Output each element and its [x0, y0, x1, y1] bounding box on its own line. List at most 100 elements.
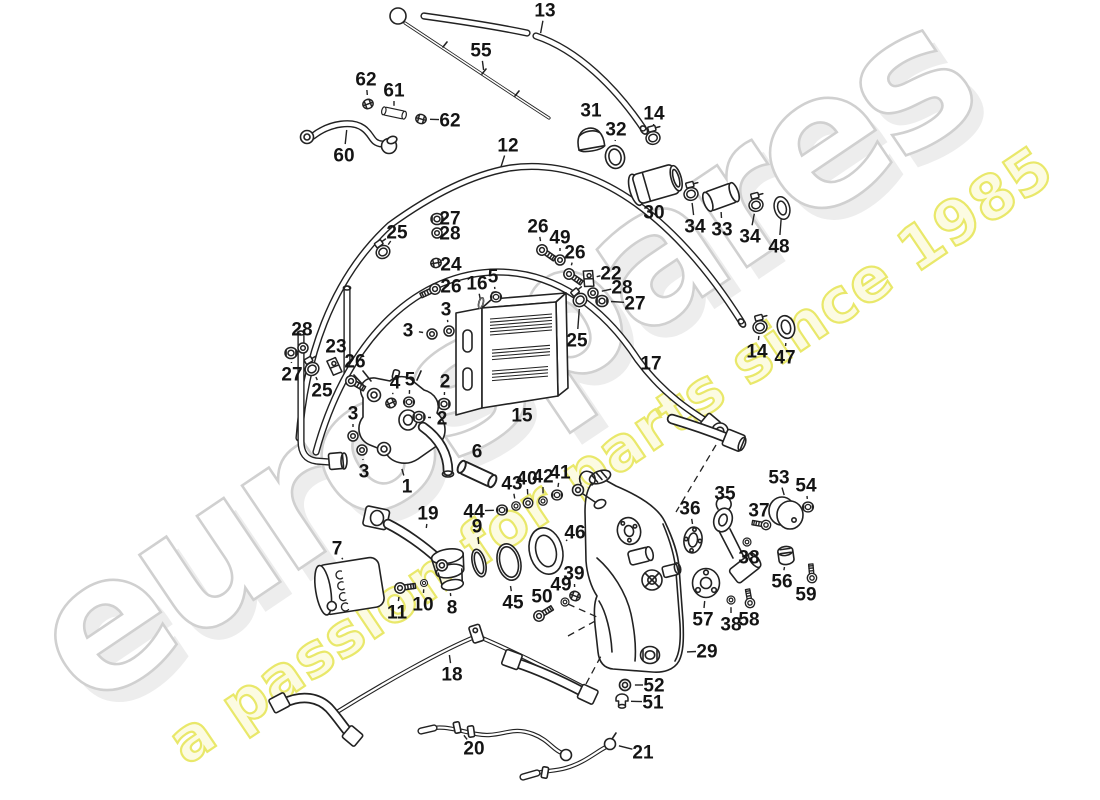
washer-glyph — [742, 537, 752, 547]
clip-glyph — [569, 590, 581, 602]
part-number: 56 — [771, 572, 792, 593]
part-number: 47 — [774, 348, 795, 369]
part-9: 9 — [472, 517, 483, 545]
nut-glyph — [430, 212, 444, 226]
tube-glyph — [456, 459, 498, 489]
part-38: 38 — [738, 537, 760, 569]
part-33: 33 — [711, 211, 733, 241]
part-27: 27 — [430, 209, 461, 230]
part-4: 4 — [385, 373, 401, 409]
part-number: 24 — [440, 255, 462, 276]
part-47: 47 — [774, 342, 796, 369]
bolt-glyph — [536, 244, 557, 262]
oring-glyph — [477, 296, 485, 310]
nut-glyph — [284, 346, 298, 360]
clamp-glyph — [570, 286, 588, 308]
washer-glyph — [587, 287, 599, 299]
part-36: 36 — [679, 499, 701, 525]
part-number: 27 — [439, 209, 460, 230]
nut-glyph — [489, 291, 503, 303]
hose-to-tank — [666, 413, 747, 452]
clip-glyph — [430, 257, 442, 269]
part-number: 41 — [549, 463, 571, 484]
washer-glyph — [297, 342, 309, 354]
part-number: 26 — [564, 243, 585, 264]
part-number: 2 — [437, 409, 448, 430]
flange-ring-36 — [683, 526, 703, 554]
part-50: 50 — [531, 587, 555, 622]
part-52: 52 — [618, 676, 665, 697]
part-number: 57 — [692, 610, 713, 631]
cover-cup-53 — [768, 496, 804, 530]
part-34: 34 — [683, 180, 706, 238]
neck-sleeve — [701, 181, 741, 213]
part-61: 61 — [381, 81, 407, 120]
part-number: 51 — [642, 693, 664, 714]
part-number: 31 — [580, 101, 602, 122]
part-number: 21 — [632, 743, 654, 764]
washer-glyph — [554, 254, 566, 266]
washer-glyph — [618, 678, 632, 692]
breather-pipe-20 — [417, 720, 573, 762]
bolt-glyph — [744, 588, 756, 609]
part-number: 26 — [344, 352, 365, 373]
part-number: 28 — [611, 278, 632, 299]
part-number: 49 — [550, 575, 571, 596]
seal-ring-9 — [471, 548, 487, 578]
bracket-glyph — [582, 269, 595, 288]
part-number: 20 — [463, 739, 484, 760]
part-56: 56 — [771, 566, 793, 593]
part-number: 9 — [472, 517, 483, 538]
part-41: 41 — [549, 463, 571, 501]
part-48: 48 — [768, 195, 791, 258]
part-number: 26 — [440, 277, 461, 298]
part-number: 3 — [348, 404, 359, 425]
part-number: 3 — [403, 321, 414, 342]
part-27: 27 — [595, 294, 646, 315]
washer-glyph — [538, 496, 548, 506]
part-26: 26 — [563, 243, 586, 286]
part-number: 10 — [412, 595, 433, 616]
part-number: 44 — [463, 502, 485, 523]
clamp-glyph — [645, 124, 661, 146]
filler-hose — [420, 12, 649, 135]
part-number: 35 — [714, 484, 736, 505]
part-number: 3 — [441, 300, 452, 321]
part-number: 27 — [624, 294, 645, 315]
part-24: 24 — [430, 255, 462, 276]
part-number: 40 — [516, 469, 537, 490]
part-number: 12 — [497, 136, 518, 157]
washer-glyph — [522, 497, 534, 509]
part-19: 19 — [417, 504, 439, 529]
part-number: 16 — [466, 274, 487, 295]
part-60: 60 — [333, 129, 355, 167]
return-pipe-18 — [334, 623, 590, 715]
clamp-glyph — [373, 238, 391, 260]
part-number: 25 — [566, 331, 588, 352]
washer-glyph — [347, 430, 359, 442]
bolt-glyph — [345, 375, 367, 392]
part-27: 27 — [281, 346, 303, 386]
bolt-glyph — [806, 563, 818, 584]
nut-glyph — [550, 489, 564, 501]
part-12: 12 — [497, 136, 519, 168]
washer-glyph — [511, 501, 521, 511]
ring-glyph — [773, 195, 791, 221]
nut-glyph — [495, 504, 509, 516]
part-45: 45 — [502, 585, 524, 614]
part-number: 27 — [281, 365, 302, 386]
part-number: 17 — [640, 354, 661, 375]
part-42: 42 — [532, 467, 554, 506]
part-14: 14 — [746, 313, 768, 363]
washer-glyph — [426, 328, 438, 340]
plug-56 — [777, 545, 795, 566]
part-number: 14 — [746, 342, 768, 363]
part-34: 34 — [739, 191, 764, 248]
clamp-glyph — [303, 355, 320, 377]
part-number: 43 — [501, 474, 522, 495]
part-number: 30 — [643, 203, 664, 224]
part-number: 4 — [390, 373, 401, 394]
part-number: 25 — [311, 381, 333, 402]
washer-glyph — [356, 444, 368, 456]
